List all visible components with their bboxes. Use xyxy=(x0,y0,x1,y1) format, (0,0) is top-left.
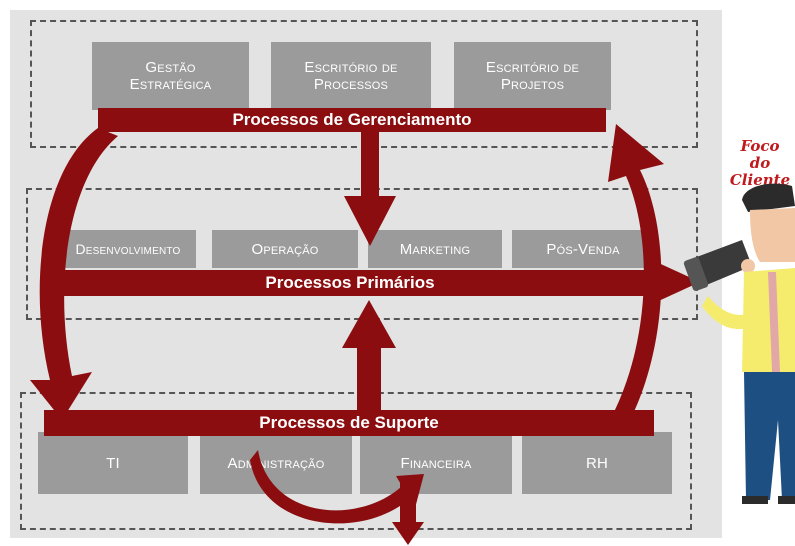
bar-label: Processos Primários xyxy=(265,273,435,292)
box-line: Escritório de xyxy=(304,59,398,76)
box-label: TI xyxy=(106,454,120,472)
box-ti: TI xyxy=(38,432,188,494)
box-operacao: Operação xyxy=(212,230,358,268)
down-arrow-bottom xyxy=(392,478,424,545)
bar-processos-gerenciamento: Processos de Gerenciamento xyxy=(98,108,606,132)
box-rh: RH xyxy=(522,432,672,494)
box-line: Processos xyxy=(313,76,389,93)
box-pos-venda: Pós-Venda xyxy=(512,230,654,268)
box-label: Marketing xyxy=(399,240,471,258)
box-label: Pós-Venda xyxy=(546,240,620,258)
box-financeira: Financeira xyxy=(360,432,512,494)
focus-line: Foco do xyxy=(740,137,780,172)
box-label: Operação xyxy=(251,240,319,258)
box-marketing: Marketing xyxy=(368,230,502,268)
down-arrow-center xyxy=(344,128,396,246)
bar-label: Processos de Gerenciamento xyxy=(232,110,472,129)
up-arrow-center xyxy=(342,300,396,414)
swoosh-arrow-bottom xyxy=(250,450,424,524)
box-line: Escritório de xyxy=(485,59,580,76)
box-label: Desenvolvimento xyxy=(75,240,181,257)
box-line: Gestão xyxy=(145,59,196,76)
support-group xyxy=(20,392,692,530)
bar-processos-primarios: Processos Primários xyxy=(48,270,652,296)
curved-arrow-left xyxy=(30,128,118,420)
right-arrowhead-primary xyxy=(652,260,700,304)
box-desenvolvimento: Desenvolvimento xyxy=(60,230,196,268)
box-label: RH xyxy=(585,454,609,472)
box-label: Financeira xyxy=(400,454,472,472)
bar-processos-suporte: Processos de Suporte xyxy=(44,410,654,436)
bar-label: Processos de Suporte xyxy=(259,413,439,432)
curved-arrow-right xyxy=(608,124,664,420)
box-line: Projetos xyxy=(500,76,565,93)
box-line: Estratégica xyxy=(129,76,212,93)
